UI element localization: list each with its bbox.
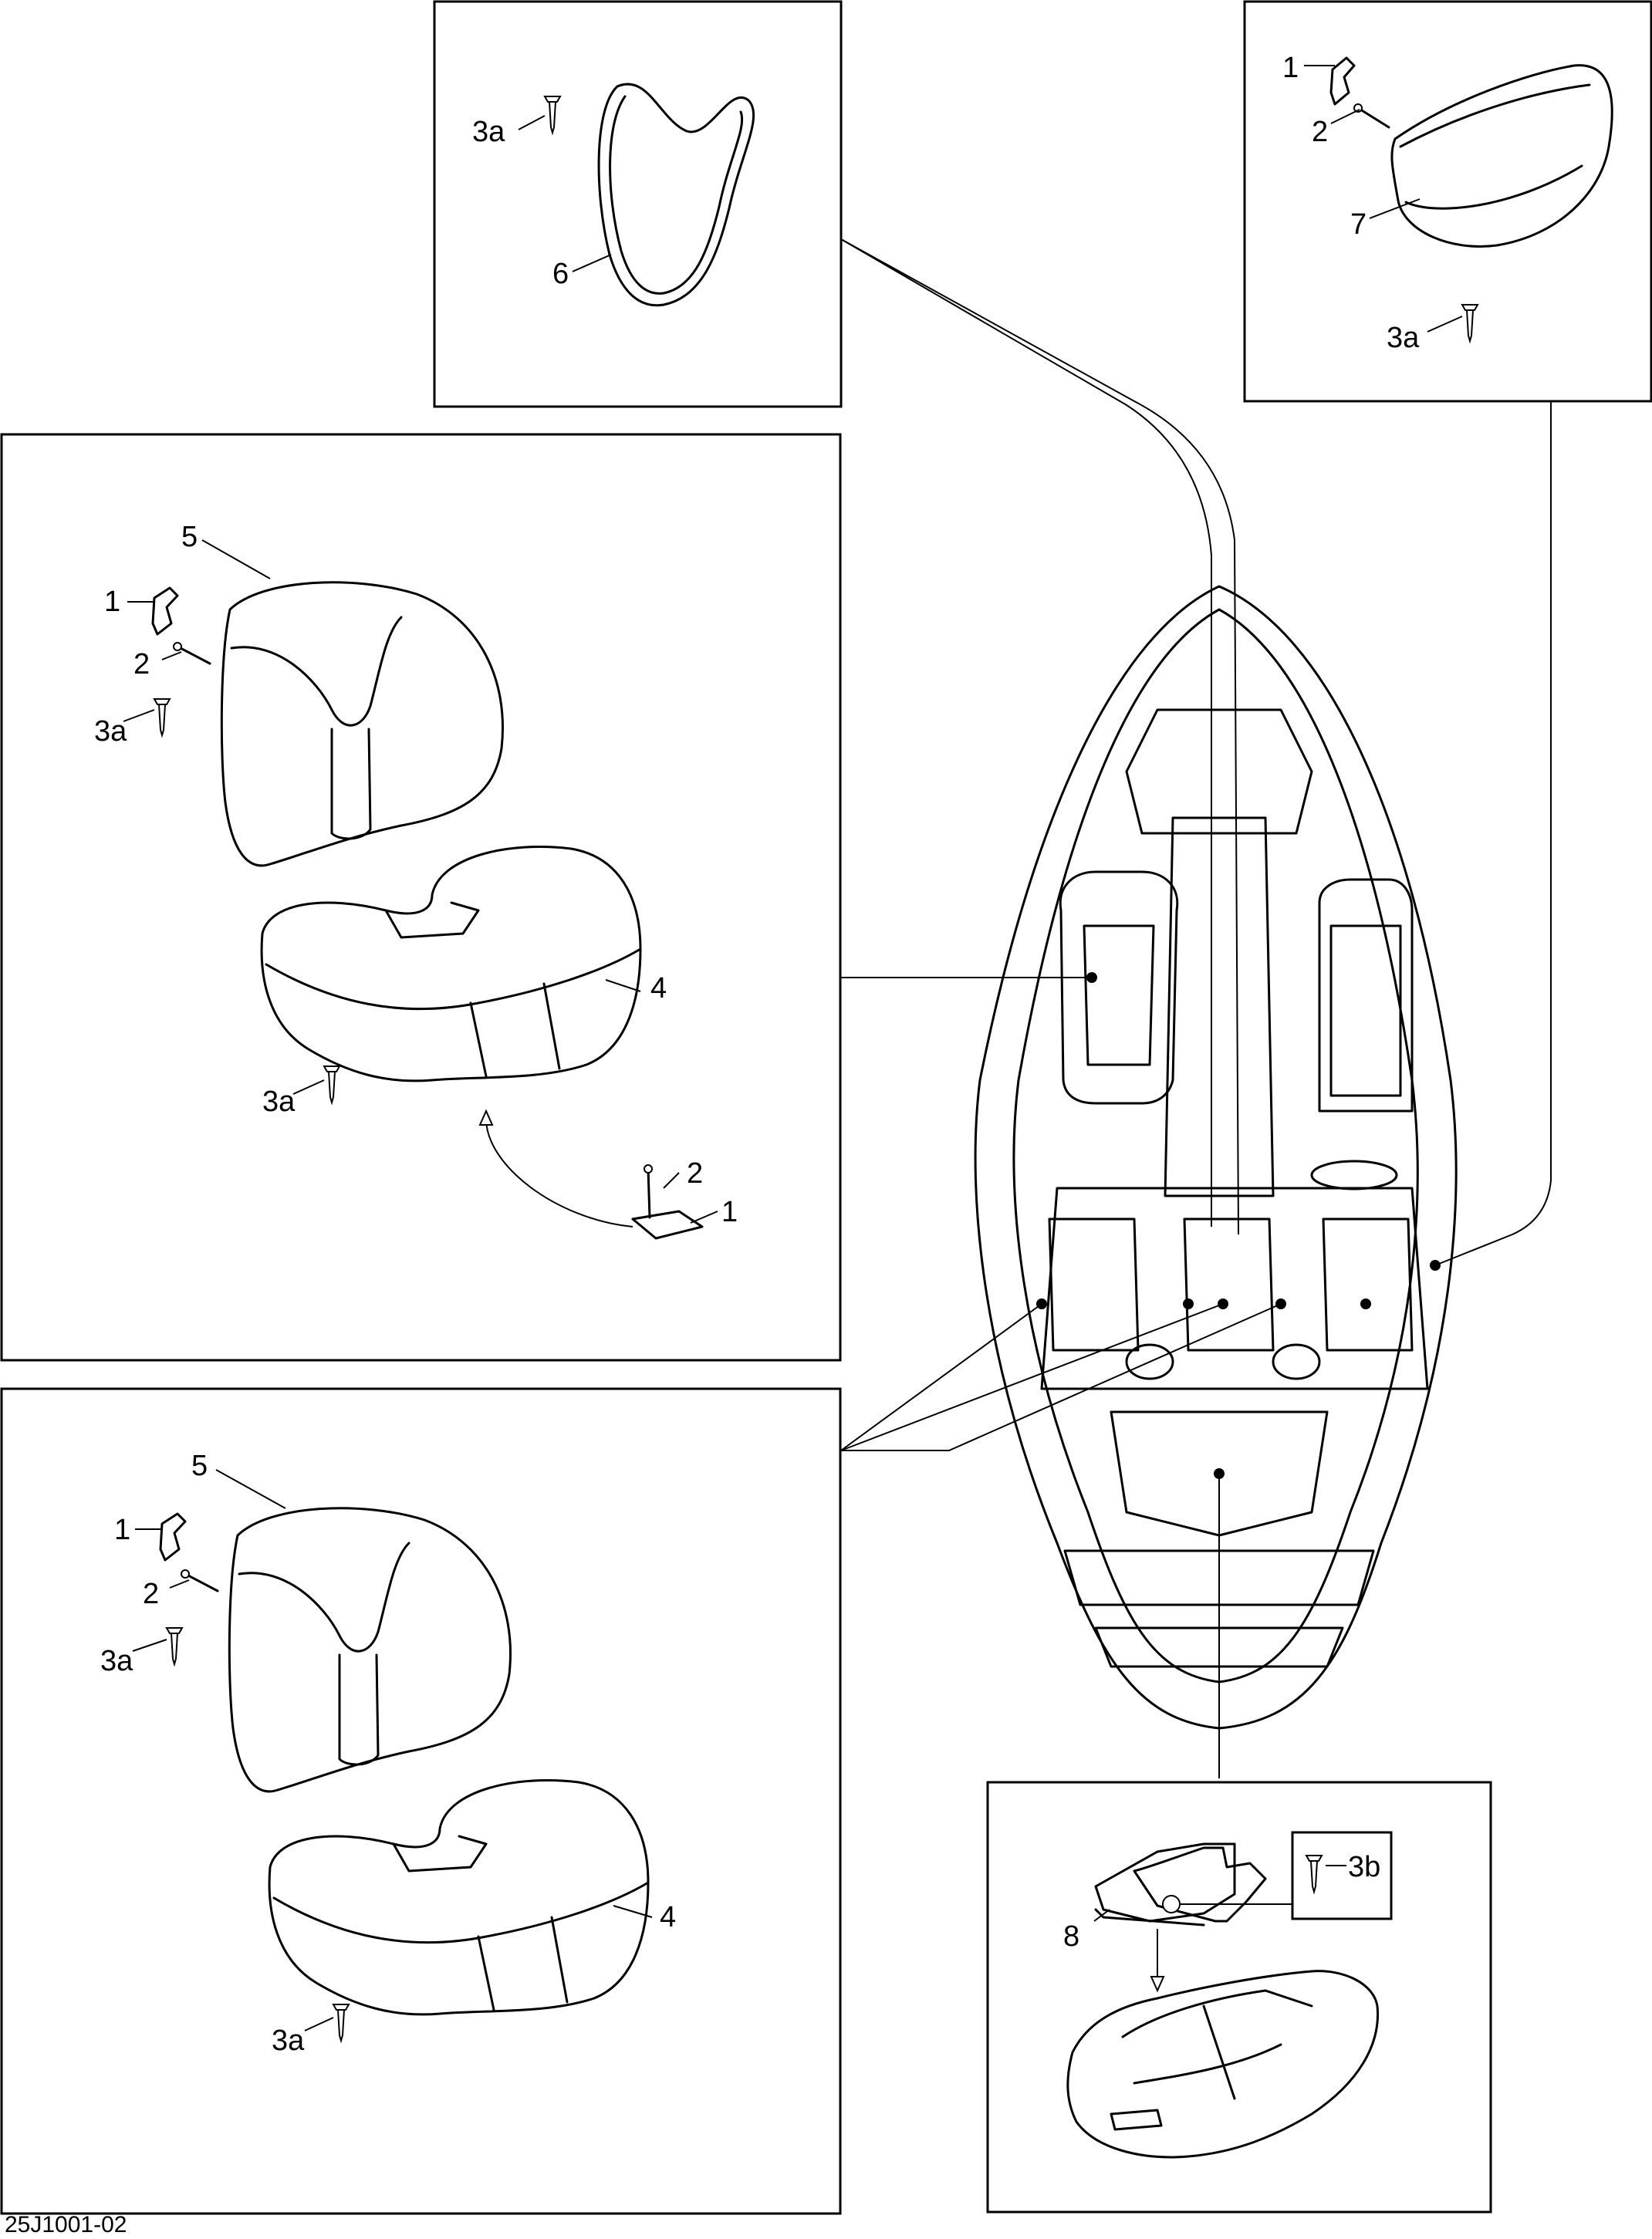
- pin-icon: [181, 1569, 219, 1592]
- connector-lines: [840, 238, 1552, 1778]
- panel-seat-upper: 5 1 2 3a 4 3a 2 1: [0, 433, 842, 1362]
- screw-icon: [543, 96, 562, 136]
- callout-1: 1: [104, 586, 120, 618]
- callout-3b: 3b: [1348, 1851, 1380, 1883]
- callout-1: 1: [721, 1196, 738, 1228]
- callout-3a: 3a: [272, 2025, 305, 2057]
- screw-icon: [1461, 304, 1479, 344]
- bracket-icon: [151, 586, 179, 636]
- callout-1: 1: [1282, 52, 1299, 84]
- diagram-code: 25J1001-02: [5, 2212, 127, 2237]
- screw-icon: [1305, 1855, 1323, 1895]
- callout-6: 6: [552, 258, 569, 290]
- callout-4: 4: [660, 1901, 676, 1933]
- callout-3a: 3a: [472, 116, 505, 148]
- pin-icon: [1353, 103, 1390, 129]
- callout-2: 2: [143, 1578, 159, 1610]
- callout-3a: 3a: [100, 1645, 133, 1677]
- callout-3a: 3a: [262, 1086, 296, 1118]
- callout-3a: 3a: [1387, 322, 1420, 354]
- pin-icon: [173, 642, 211, 665]
- screw-icon: [165, 1627, 184, 1667]
- screw-icon: [153, 698, 171, 738]
- panel-seat-lower: 5 1 2 3a 4 3a: [0, 1387, 842, 2215]
- bracket-icon: [159, 1512, 187, 1562]
- callout-7: 7: [1350, 208, 1367, 241]
- bracket-icon: [1329, 56, 1356, 106]
- watercraft-hull: [974, 585, 1458, 1730]
- panel-part-7: 1 2 7 3a: [1243, 0, 1652, 403]
- panel-part-8: 8 3b: [986, 1781, 1492, 2214]
- panel-part-6: 3a 6: [433, 0, 843, 408]
- callout-5: 5: [181, 521, 198, 553]
- callout-5: 5: [191, 1450, 208, 1482]
- bracket-icon: [631, 1164, 704, 1240]
- callout-2: 2: [133, 648, 150, 680]
- screw-icon: [332, 2004, 350, 2044]
- screw-icon: [323, 1065, 341, 1106]
- callout-2: 2: [687, 1157, 703, 1190]
- callout-3a: 3a: [94, 715, 127, 748]
- callout-2: 2: [1312, 116, 1328, 148]
- callout-8: 8: [1063, 1920, 1079, 1953]
- callout-1: 1: [114, 1514, 130, 1546]
- callout-4: 4: [650, 972, 667, 1005]
